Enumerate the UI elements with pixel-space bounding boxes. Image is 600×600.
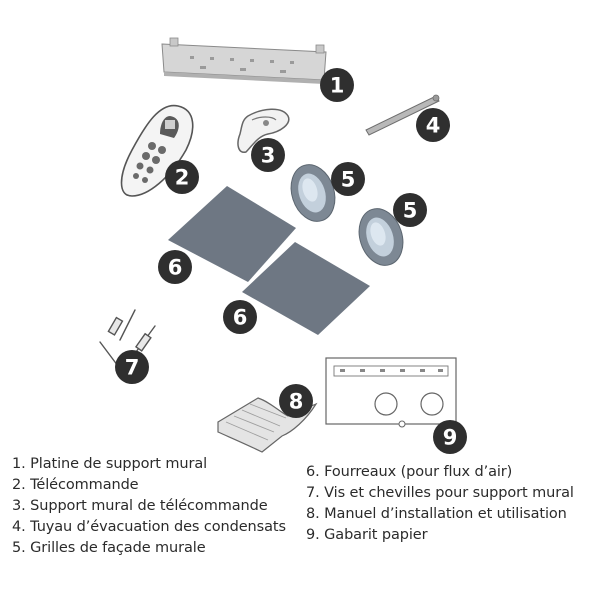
- parts-legend-left: 1. Platine de support mural 2. Télécomma…: [12, 454, 286, 559]
- parts-legend-right: 6. Fourreaux (pour flux d’air) 7. Vis et…: [306, 462, 574, 546]
- badge-6b: 6: [223, 300, 257, 334]
- badge-5a-label: 5: [341, 168, 356, 192]
- badge-3: 3: [251, 138, 285, 172]
- legend-item-8: 8. Manuel d’installation et utilisation: [306, 506, 567, 522]
- badge-9-label: 9: [443, 426, 458, 450]
- badge-5a: 5: [331, 162, 365, 196]
- remote-holder: [237, 108, 290, 153]
- badge-8-label: 8: [289, 390, 304, 414]
- badge-9: 9: [433, 420, 467, 454]
- badge-7: 7: [115, 350, 149, 384]
- legend-item-3: 3. Support mural de télécommande: [12, 498, 268, 514]
- legend-item-9: 9. Gabarit papier: [306, 527, 428, 543]
- badge-2: 2: [165, 160, 199, 194]
- legend-item-1: 1. Platine de support mural: [12, 456, 208, 472]
- paper-template: [325, 357, 457, 428]
- facade-grille-1: [290, 164, 336, 222]
- sleeve-sheet-1: [168, 186, 296, 282]
- badge-6b-label: 6: [233, 306, 248, 330]
- legend-item-6: 6. Fourreaux (pour flux d’air): [306, 464, 513, 480]
- wall-mounting-plate: [161, 37, 327, 84]
- badge-6a: 6: [158, 250, 192, 284]
- screws-and-anchors: [99, 309, 156, 367]
- badge-1: 1: [320, 68, 354, 102]
- legend-item-7: 7. Vis et chevilles pour support mural: [306, 485, 574, 501]
- badge-6a-label: 6: [168, 256, 183, 280]
- legend-item-2: 2. Télécommande: [12, 477, 139, 493]
- badge-8: 8: [279, 384, 313, 418]
- badge-2-label: 2: [175, 166, 190, 190]
- badge-5b: 5: [393, 193, 427, 227]
- badge-4: 4: [416, 108, 450, 142]
- badge-7-label: 7: [125, 356, 140, 380]
- sleeve-sheet-2: [242, 242, 370, 335]
- badge-1-label: 1: [330, 74, 345, 98]
- installation-manual: [217, 397, 318, 453]
- badge-5b-label: 5: [403, 199, 418, 223]
- remote-control: [120, 104, 194, 197]
- legend-item-4: 4. Tuyau d’évacuation des condensats: [12, 519, 286, 535]
- legend-item-5: 5. Grilles de façade murale: [12, 540, 206, 556]
- facade-grille-2: [358, 208, 404, 266]
- badge-3-label: 3: [261, 144, 276, 168]
- drain-pipe: [365, 94, 440, 136]
- badge-4-label: 4: [426, 114, 441, 138]
